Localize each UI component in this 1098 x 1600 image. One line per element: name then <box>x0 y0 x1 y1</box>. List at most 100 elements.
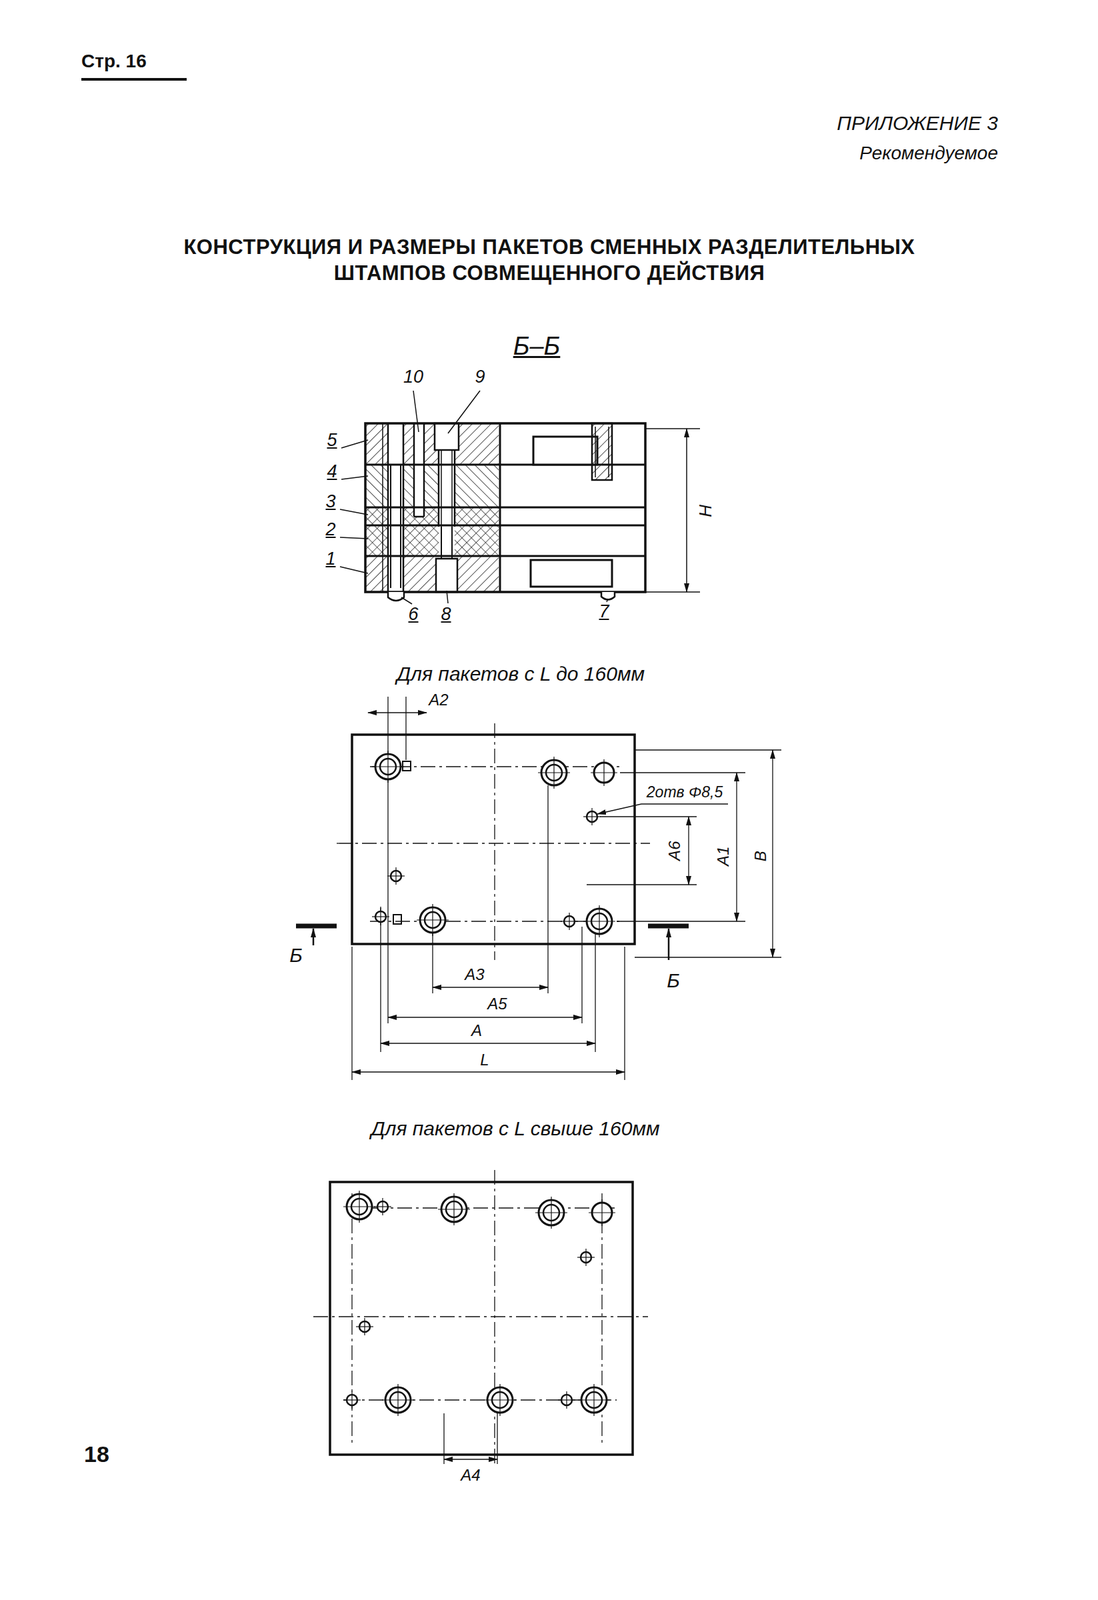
drawing-line <box>387 696 388 754</box>
drawing-g <box>336 723 650 960</box>
drawing-g <box>313 1170 648 1464</box>
hole-symbol <box>382 1384 414 1416</box>
drawing-line <box>341 476 368 480</box>
hole-symbol <box>343 1391 361 1409</box>
section-mark: Б <box>666 969 680 992</box>
drawing-line <box>440 450 442 534</box>
drawing-g <box>352 696 782 1080</box>
drawing-line <box>432 986 548 988</box>
page-title: КОНСТРУКЦИЯ И РАЗМЕРЫ ПАКЕТОВ СМЕННЫХ РА… <box>136 234 963 287</box>
drawing-line <box>351 946 352 1080</box>
appendix-note: Рекомендуемое <box>859 143 998 164</box>
drawing-path <box>388 592 404 601</box>
drawing-line <box>340 509 368 515</box>
drawing-line <box>686 428 688 592</box>
drawing-line <box>454 450 456 527</box>
drawing-rect <box>365 423 499 465</box>
drawing-line <box>365 555 646 558</box>
drawing-line <box>388 1016 582 1018</box>
hole-symbol <box>343 1190 376 1223</box>
dimension-label: A <box>471 1022 482 1040</box>
dimension-label: A6 <box>666 840 684 860</box>
drawing-line <box>438 450 440 527</box>
dimension-label: A1 <box>715 846 733 866</box>
callout-number: 3 <box>325 492 336 512</box>
drawing-line <box>400 464 402 588</box>
callout-number: 9 <box>474 367 485 388</box>
drawing-line <box>616 920 746 922</box>
drawing-line <box>581 926 582 1024</box>
hole-symbol <box>416 904 449 936</box>
drawing-line <box>634 749 782 750</box>
hole-symbol <box>372 750 404 783</box>
drawing-rect <box>365 556 499 592</box>
drawing-line <box>641 803 728 804</box>
drawing-line <box>370 766 624 767</box>
hole-symbol <box>538 756 570 789</box>
dimension-label: H <box>696 504 716 518</box>
drawing-rect <box>330 1182 633 1455</box>
drawing-line <box>312 928 315 946</box>
hole-symbol <box>374 1198 392 1216</box>
callout-number: 10 <box>403 367 424 388</box>
drawing-line <box>547 785 548 994</box>
drawing-line <box>336 842 650 844</box>
hole-symbol <box>372 908 390 926</box>
drawing-line <box>499 423 502 592</box>
drawing-line <box>390 464 392 588</box>
hole-symbol <box>578 1384 610 1416</box>
drawing-rect <box>402 761 411 771</box>
drawing-line <box>423 423 426 517</box>
drawing-line <box>440 526 442 559</box>
drawing-line <box>380 1042 596 1044</box>
hole-note: 2отв Φ8,5 <box>646 784 723 801</box>
drawing-line <box>648 924 689 929</box>
view-caption: Для пакетов с L до 160мм <box>396 662 645 685</box>
drawing-line <box>624 946 625 1080</box>
drawing-line <box>387 423 390 592</box>
drawing-line <box>352 1071 625 1072</box>
callout-number: 4 <box>326 462 337 482</box>
drawing-line <box>594 933 596 1052</box>
hole-symbol <box>558 1391 576 1409</box>
drawing-g <box>444 1413 498 1464</box>
drawing-line <box>772 750 773 958</box>
drawing-line <box>620 772 746 773</box>
drawing-line <box>296 924 337 929</box>
drawing-line <box>586 884 697 885</box>
hole-symbol <box>560 912 578 930</box>
drawing-line <box>494 723 495 960</box>
drawing-line <box>414 516 424 518</box>
drawing-line <box>645 428 700 430</box>
drawing-line <box>340 537 368 539</box>
drawing-line <box>688 816 689 885</box>
drawing-line <box>645 591 700 593</box>
hole-symbol <box>577 1248 595 1266</box>
callout-number: 6 <box>408 604 418 625</box>
drawing-line <box>405 696 406 760</box>
drawing-rect <box>592 423 612 480</box>
hole-symbol <box>484 1384 516 1416</box>
drawing-line <box>496 1413 498 1464</box>
hole-symbol <box>535 1196 568 1229</box>
drawing-rect <box>436 558 458 592</box>
callout-number: 2 <box>325 520 336 540</box>
drawing-line <box>444 1458 498 1460</box>
callout-number: 8 <box>440 604 451 625</box>
drawing-path <box>601 592 615 600</box>
dimension-label: B <box>752 850 770 862</box>
sheet-number: 18 <box>84 1442 110 1467</box>
hole-symbol <box>590 759 618 786</box>
drawing-g <box>340 390 700 604</box>
drawing-rect <box>365 507 499 556</box>
section-mark: Б <box>289 944 303 966</box>
drawing-line <box>432 932 433 994</box>
drawing-rect <box>438 450 455 560</box>
drawing-line <box>365 524 646 527</box>
dimension-label: A5 <box>487 995 507 1013</box>
drawing-line <box>368 712 427 713</box>
drawing-line <box>668 928 670 960</box>
hole-symbol <box>583 808 601 826</box>
drawing-line <box>382 423 384 592</box>
dimension-label: A4 <box>460 1466 480 1484</box>
